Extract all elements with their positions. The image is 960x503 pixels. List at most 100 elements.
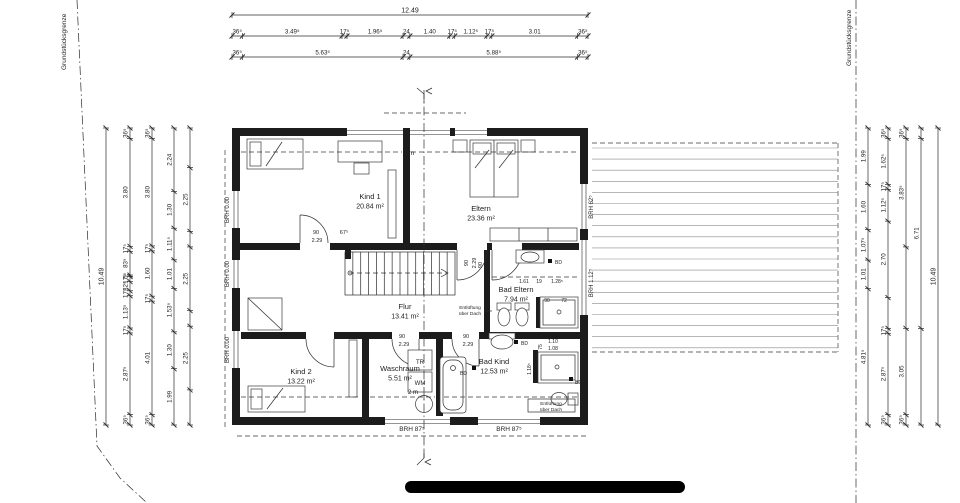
nightstand-right	[520, 139, 536, 153]
room-label-kind-2: Kind 213.22 m²	[287, 367, 315, 386]
dim-label: 2.70	[881, 253, 888, 266]
dim-label: 17⁵	[145, 293, 152, 303]
wc-bad-eltern-1	[496, 302, 512, 327]
dim-label: 1.40	[424, 29, 437, 36]
dim-label: 2.24	[167, 153, 174, 166]
door-eltern	[456, 249, 488, 281]
dim-label: 12.49	[401, 8, 419, 15]
floor-drain-label: BD	[460, 371, 467, 377]
dim-label: 5.63⁵	[315, 50, 330, 57]
floor-drain-marker: BD	[548, 259, 562, 266]
sink-bad-eltern	[515, 249, 545, 264]
annotation-text: 2 m	[404, 150, 415, 157]
desk-kind1	[337, 140, 383, 175]
dim-label: 36⁵	[899, 415, 906, 425]
vent-note-box	[527, 398, 576, 413]
annotation-text: 1.18⁵	[527, 363, 533, 375]
dim-label: 1.11⁵	[167, 237, 174, 252]
dim-label: 1.30	[167, 203, 174, 216]
dim-label: 24	[403, 50, 410, 57]
dim-label: 32⁵	[123, 281, 130, 291]
dim-label: 17⁵	[340, 29, 350, 36]
dim-label: 1.99	[167, 390, 174, 403]
dim-label: 36⁵	[232, 29, 242, 36]
dim-label: 1.96⁵	[368, 29, 383, 36]
room-area: 5.51 m²	[388, 376, 412, 383]
terrace-decking	[592, 142, 839, 353]
room-name: Kind 1	[359, 192, 380, 201]
room-area: 13.41 m²	[391, 314, 419, 321]
annotation-text: 1.08	[548, 346, 558, 352]
annotation-text: 56⁵	[442, 333, 450, 340]
dim-label: 17⁵	[881, 182, 888, 192]
property-boundary-left: Grundstücksgrenze	[61, 0, 148, 503]
room-area: 12.53 m²	[480, 369, 508, 376]
dim-label: 2.25	[183, 272, 190, 285]
roof-overhang-outline	[224, 112, 586, 437]
dim-label: 17⁵	[123, 288, 130, 298]
annotation-text: BRH 0.00	[225, 196, 231, 223]
annotation-text: 75	[538, 344, 544, 350]
wardrobe-kind2	[348, 339, 358, 398]
annotation-text: 2.29	[463, 342, 474, 348]
dim-label: 36⁵	[881, 415, 888, 425]
dim-label: 3.80	[145, 186, 152, 199]
dim-chain-top-overall: 12.49	[229, 8, 591, 18]
property-boundary-right: Grundstücksgrenze	[846, 0, 857, 503]
dim-label: 36⁵	[123, 415, 130, 425]
fixtures	[407, 249, 579, 414]
annotation-text: über Dach	[459, 311, 481, 317]
room-area: 23.36 m²	[467, 216, 495, 223]
annotation-text: 2.29	[486, 260, 492, 271]
annotation-text: BRH 87⁵	[496, 426, 522, 433]
room-area: 20.84 m²	[356, 204, 384, 211]
room-area: 13.22 m²	[287, 379, 315, 386]
dim-label: 3.05	[899, 365, 906, 378]
dim-label: 3.80	[123, 186, 130, 199]
door-kind1	[299, 214, 329, 244]
dim-label: 2.25	[183, 351, 190, 364]
annotation-text: 90	[478, 262, 484, 268]
annotation-text: 2 m	[408, 390, 418, 396]
dim-label: 83⁵	[123, 258, 130, 268]
washer-dryer	[407, 349, 433, 393]
annotation-text: BRH 1.12⁵	[588, 268, 595, 297]
room-label-kind-1: Kind 1 20.84 m²	[356, 192, 384, 211]
shower-bad-eltern	[539, 296, 579, 329]
annotation-text: 90	[463, 334, 469, 340]
annotation-text: BRH 0.00	[225, 260, 231, 287]
dim-label: 1.99	[861, 150, 868, 163]
wardrobe-kind1	[387, 169, 397, 239]
dim-label: 36⁵	[578, 29, 588, 36]
dim-label: 1.60	[861, 200, 868, 213]
dim-label: 3.83⁵	[899, 185, 906, 200]
sink-bad-kind	[488, 332, 516, 350]
window-right-1	[579, 184, 589, 229]
dim-label: 36⁵	[881, 128, 888, 138]
window-left-1	[231, 191, 241, 228]
wardrobe-eltern	[489, 227, 578, 242]
annotation-text: 2.29	[312, 238, 323, 244]
window-left-3	[231, 331, 241, 368]
window-top-1	[347, 127, 403, 137]
dim-label: 2.25	[183, 193, 190, 206]
wc-bad-eltern-2	[514, 302, 530, 327]
room-name: Bad Kind	[479, 357, 509, 366]
dim-chain-left-window-axes: 2.25 2.25 2.25	[183, 125, 193, 428]
height-lines	[241, 151, 578, 398]
dim-label: 5.88⁵	[486, 50, 501, 57]
dim-label: 1.12⁵	[463, 29, 478, 36]
annotation-text: 19	[536, 279, 542, 285]
floor-drain-marker: BD	[460, 366, 476, 377]
room-name: Waschraum	[380, 364, 420, 373]
annotation-text: 60⁵	[376, 333, 384, 340]
windows	[231, 127, 589, 426]
floor-drain-marker: BD	[514, 340, 528, 347]
window-left-2	[231, 260, 241, 288]
